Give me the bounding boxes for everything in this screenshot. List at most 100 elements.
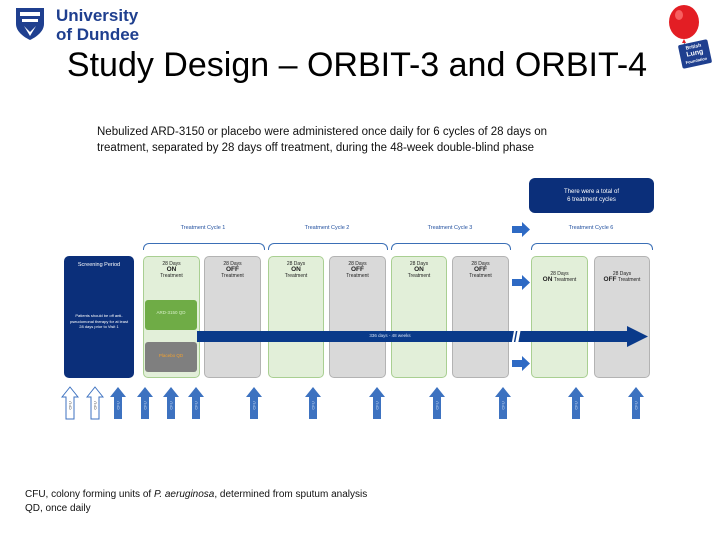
cfu-label: CFU [193, 401, 199, 410]
up-arrow-icon [429, 387, 445, 419]
cfu-label: CFU [500, 401, 506, 410]
up-arrow-icon [61, 386, 79, 420]
logo-line-1: University [56, 6, 139, 25]
up-arrow-icon [495, 387, 511, 419]
cfu-arrow-11: CFU [627, 386, 645, 420]
cfu-arrow-4: CFU [187, 386, 205, 420]
cfu-label: CFU [633, 401, 639, 410]
footnote-cfu-organism: P. aeruginosa [153, 489, 215, 500]
cfu-arrow-9: CFU [494, 386, 512, 420]
cycle-3-label: Treatment Cycle 3 [427, 225, 473, 231]
cfu-arrow-white-2: CFU [86, 386, 104, 420]
footnote-qd: QD, once daily [25, 503, 91, 514]
active-arm-label: ARD-3150 QD [156, 310, 186, 315]
cycle-6-on-block: 28 Days ON Treatment [531, 256, 588, 378]
cfu-label: CFU [67, 401, 73, 410]
cycle-3-off-block: 28 Days OFF Treatment [452, 256, 509, 378]
active-arm-box: ARD-3150 QD [145, 300, 197, 330]
cfu-label: CFU [168, 401, 174, 410]
placebo-arm-label: Placebo QD [158, 353, 184, 358]
footnote-cfu: CFU, colony forming units of P. aerugino… [25, 488, 367, 502]
cfu-arrow-10: CFU [567, 386, 585, 420]
cycle-1-off-block: 28 Days OFF Treatment [204, 256, 261, 378]
off-label: OFF [351, 266, 364, 273]
footnotes: CFU, colony forming units of P. aerugino… [25, 488, 367, 516]
on-label: ON [414, 266, 424, 273]
cycle-3-brace [391, 243, 511, 250]
off-label: OFF [226, 266, 239, 273]
footnote-cfu-post: , determined from sputum analysis [214, 489, 368, 500]
sponsor-logo: British Lung Foundation [664, 2, 714, 72]
university-logo: University of Dundee [14, 6, 154, 46]
screening-title: Screening Period [77, 262, 121, 268]
cfu-label: CFU [310, 401, 316, 410]
cycle-2-on-block: 28 Days ON Treatment [268, 256, 324, 378]
cycle-1-label: Treatment Cycle 1 [180, 225, 226, 231]
page-title: Study Design – ORBIT-3 and ORBIT-4 [66, 46, 648, 84]
cfu-arrow-white-1: CFU [61, 386, 79, 420]
cycle-2-label: Treatment Cycle 2 [304, 225, 350, 231]
days-label: 28 Days [223, 261, 242, 267]
days-label: 28 Days [348, 261, 367, 267]
callout-line-1: There were a total of [563, 189, 620, 195]
cycle-6-off-block: 28 Days OFF Treatment [594, 256, 650, 378]
timeline-break [513, 319, 523, 353]
up-arrow-icon [137, 387, 153, 419]
cfu-label: CFU [92, 401, 98, 410]
placebo-arm-box: Placebo QD [145, 342, 197, 372]
treatment-label: Treatment [346, 273, 369, 279]
cfu-arrow-8: CFU [428, 386, 446, 420]
shield-icon [16, 8, 44, 40]
cfu-arrow-1: CFU [109, 386, 127, 420]
days-label: 28 Days [471, 261, 490, 267]
treatment-label: Treatment [469, 273, 492, 279]
cfu-arrow-6: CFU [304, 386, 322, 420]
cfu-arrow-2: CFU [136, 386, 154, 420]
screening-body: Patients should be off anti-pseudomonal … [69, 313, 129, 329]
treatment-label: Treatment [407, 273, 431, 279]
logo-line-2: of Dundee [56, 25, 140, 44]
up-arrow-icon [369, 387, 385, 419]
up-arrow-icon [86, 386, 104, 420]
up-arrow-icon [568, 387, 584, 419]
on-label: ON [166, 266, 177, 273]
callout-line-2: 6 treatment cycles [567, 197, 616, 203]
up-arrow-icon [246, 387, 262, 419]
cycle-6-label: Treatment Cycle 6 [568, 225, 614, 231]
balloon-icon [669, 5, 712, 69]
up-arrow-icon [305, 387, 321, 419]
cycle-2-off-block: 28 Days OFF Treatment [329, 256, 386, 378]
up-arrow-icon [628, 387, 644, 419]
treatment-label: Treatment [221, 273, 244, 279]
off-label: OFF [474, 266, 487, 273]
off-label: OFF [603, 276, 617, 283]
cycle-3-on-block: 28 Days ON Treatment [391, 256, 447, 378]
treatment-label: Treatment [160, 273, 183, 279]
days-label: 28 Days [162, 261, 181, 267]
timeline-label: 336 days - 48 weeks [369, 333, 411, 338]
days-label: 28 Days [612, 271, 632, 277]
treatment-label: Treatment [284, 273, 308, 279]
days-label: 28 Days [550, 271, 569, 277]
cfu-arrow-3: CFU [162, 386, 180, 420]
cfu-label: CFU [374, 401, 380, 410]
treatment-label: Treatment [617, 277, 641, 283]
screening-period: Screening Period Patients should be off … [64, 256, 134, 378]
cfu-label: CFU [251, 401, 257, 410]
cfu-label: CFU [573, 401, 579, 410]
cycle-6-brace [531, 243, 653, 250]
intro-line-2: treatment, separated by 28 days off trea… [97, 142, 535, 154]
cycle-1-brace [143, 243, 265, 250]
days-label: 28 Days [409, 261, 429, 267]
cycle-2-brace [268, 243, 388, 250]
on-label: ON [542, 276, 553, 283]
cfu-arrow-7: CFU [368, 386, 386, 420]
cfu-label: CFU [115, 401, 121, 410]
up-arrow-icon [188, 387, 204, 419]
footnote-cfu-pre: CFU, colony forming units of [25, 489, 154, 500]
cfu-arrow-5: CFU [245, 386, 263, 420]
cfu-label: CFU [434, 401, 440, 410]
intro-text: Nebulized ARD-3150 or placebo were admin… [97, 124, 617, 156]
up-arrow-icon [110, 387, 126, 419]
